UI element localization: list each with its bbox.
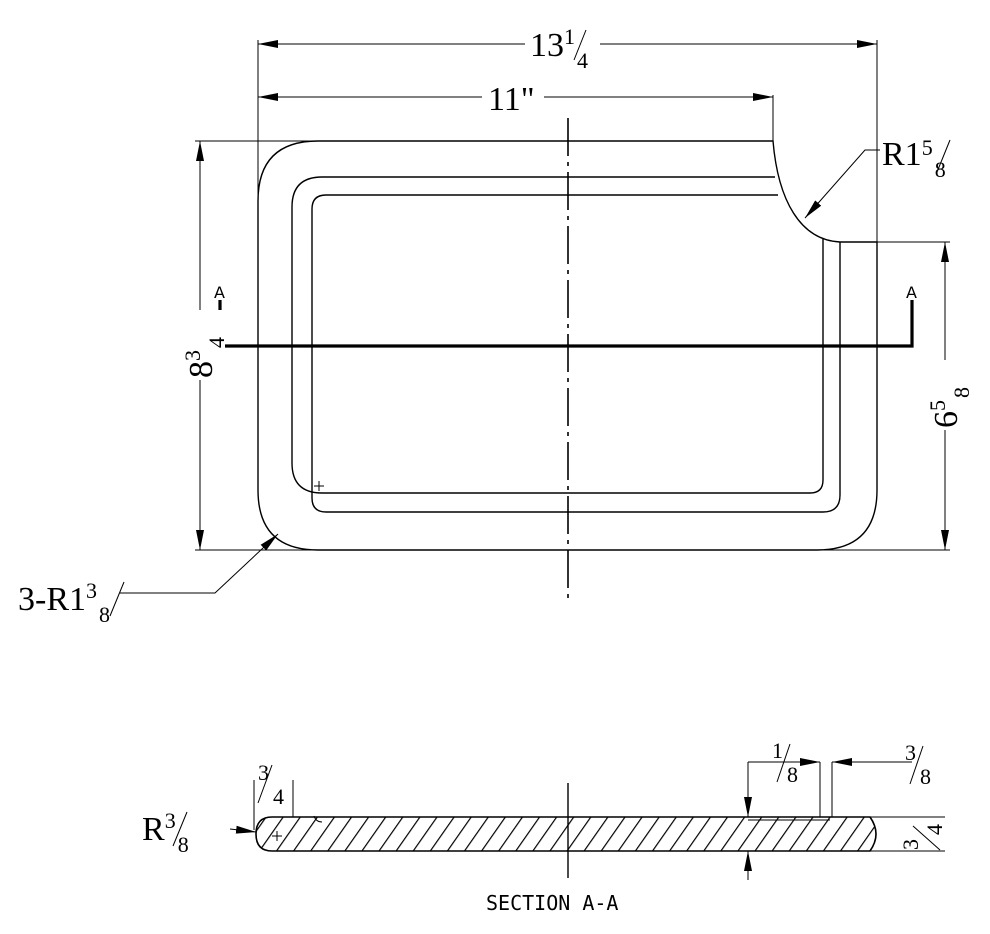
label-corner-radius: 3-R138	[18, 578, 110, 627]
label-edge-radius: R38	[142, 808, 189, 857]
dimensions: 1314 11" R158 834 658 3-R138	[18, 24, 974, 627]
inner-outline	[311, 194, 841, 513]
center-mark	[314, 481, 324, 491]
section-line-a-a	[218, 300, 914, 348]
label-groove-width: 18	[772, 738, 798, 787]
label-left-thickness: 34	[258, 760, 284, 809]
section-view: R38 34 18 38 34 SECTION A-A	[142, 738, 947, 915]
label-inner-width: 11"	[488, 81, 535, 118]
label-groove-offset: 38	[905, 740, 931, 789]
section-title: SECTION A-A	[486, 891, 618, 915]
label-right-height: 658	[925, 387, 974, 428]
label-overall-width: 1314	[530, 24, 588, 73]
label-radius-top-right: R158	[882, 135, 946, 182]
section-body	[255, 816, 877, 852]
label-overall-height: 834	[180, 337, 229, 378]
plan-view: A A	[214, 118, 917, 598]
label-right-thickness: 34	[898, 824, 947, 850]
middle-outline	[291, 176, 824, 494]
section-marker-right: A	[906, 283, 917, 302]
section-marker-left: A	[214, 283, 225, 302]
